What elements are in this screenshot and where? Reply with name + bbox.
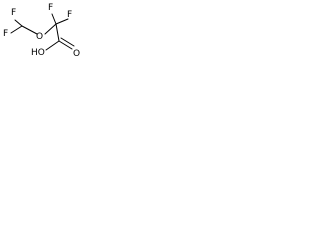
structure-canvas: F F O F F O HO bbox=[0, 0, 93, 69]
bond-c-f bbox=[10, 25, 23, 34]
bond-c-o-double-1 bbox=[58, 40, 73, 50]
bond-c-oh bbox=[45, 40, 60, 51]
atom-o-carbonyl: O bbox=[73, 49, 80, 59]
bond-c-f-upper-1 bbox=[51, 13, 57, 25]
atom-f-top-right-2: F bbox=[67, 10, 72, 20]
atom-f-top-right-1: F bbox=[48, 3, 53, 13]
bond-c-o bbox=[21, 25, 38, 35]
bond-c-f-upper-2 bbox=[55, 18, 69, 25]
atom-o-ether: O bbox=[36, 32, 43, 42]
bond-o-c bbox=[44, 23, 57, 35]
bond-c-c bbox=[55, 23, 60, 42]
chemical-structure: F F O F F O HO bbox=[3, 3, 80, 59]
bond-f-c bbox=[14, 19, 23, 27]
atom-oh: HO bbox=[31, 48, 45, 58]
atom-f-left: F bbox=[3, 29, 8, 39]
bond-c-o-double-2 bbox=[60, 37, 75, 47]
atom-f-top-left: F bbox=[11, 8, 16, 18]
